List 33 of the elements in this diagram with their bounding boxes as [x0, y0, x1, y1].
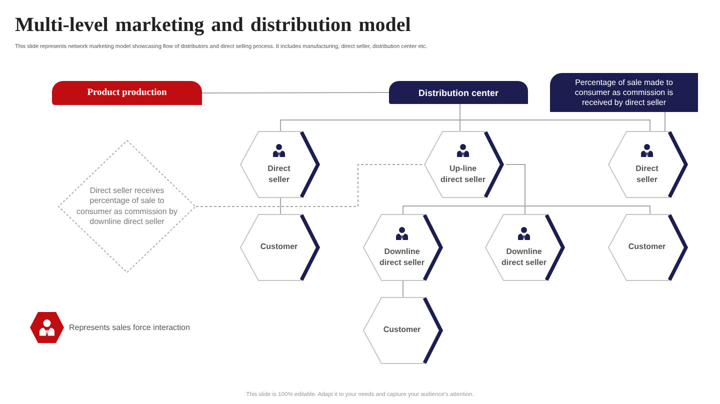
connector-line [280, 198, 281, 214]
dashed-diamond-note [58, 140, 196, 273]
node-label: Direct seller [266, 164, 292, 185]
node-label: Up-line direct seller [440, 164, 486, 185]
node-label: Customer [260, 242, 298, 253]
dashed-connector-line [196, 164, 424, 207]
hexagon-node [363, 214, 445, 281]
connector-line [460, 104, 650, 132]
note-text: Direct seller receives percentage of sale to consumer as commission by downline direct seller [76, 186, 178, 228]
node-label: Customer [628, 242, 666, 253]
note-box [550, 73, 698, 112]
connector-line [506, 164, 650, 214]
hexagon-node [608, 131, 690, 198]
hexagon-node [424, 131, 506, 198]
distribution-tab [389, 81, 528, 104]
hexagon-node [363, 297, 445, 364]
hexagon-node [240, 214, 322, 281]
connector-line [402, 280, 404, 298]
node-label: Customer [383, 325, 421, 336]
node-label: Direct seller [634, 164, 660, 185]
production-tab [52, 81, 202, 105]
hexagon-node [608, 214, 690, 281]
hexagon-node [240, 131, 322, 198]
hexagon-node [485, 214, 567, 281]
note-text: Percentage of sale made to consumer as commission is received by direct seller [574, 78, 674, 108]
slide-title: Multi-level marketing and distribution model [15, 13, 411, 37]
node-label: Downline direct seller [500, 247, 548, 268]
tab-label: Distribution center [418, 88, 498, 98]
connector-line [664, 112, 666, 132]
legend-text: Represents sales force interaction [69, 323, 190, 332]
node-label: Downline direct seller [378, 247, 426, 268]
connector-line [202, 92, 390, 94]
tab-label: Product production [87, 88, 167, 98]
